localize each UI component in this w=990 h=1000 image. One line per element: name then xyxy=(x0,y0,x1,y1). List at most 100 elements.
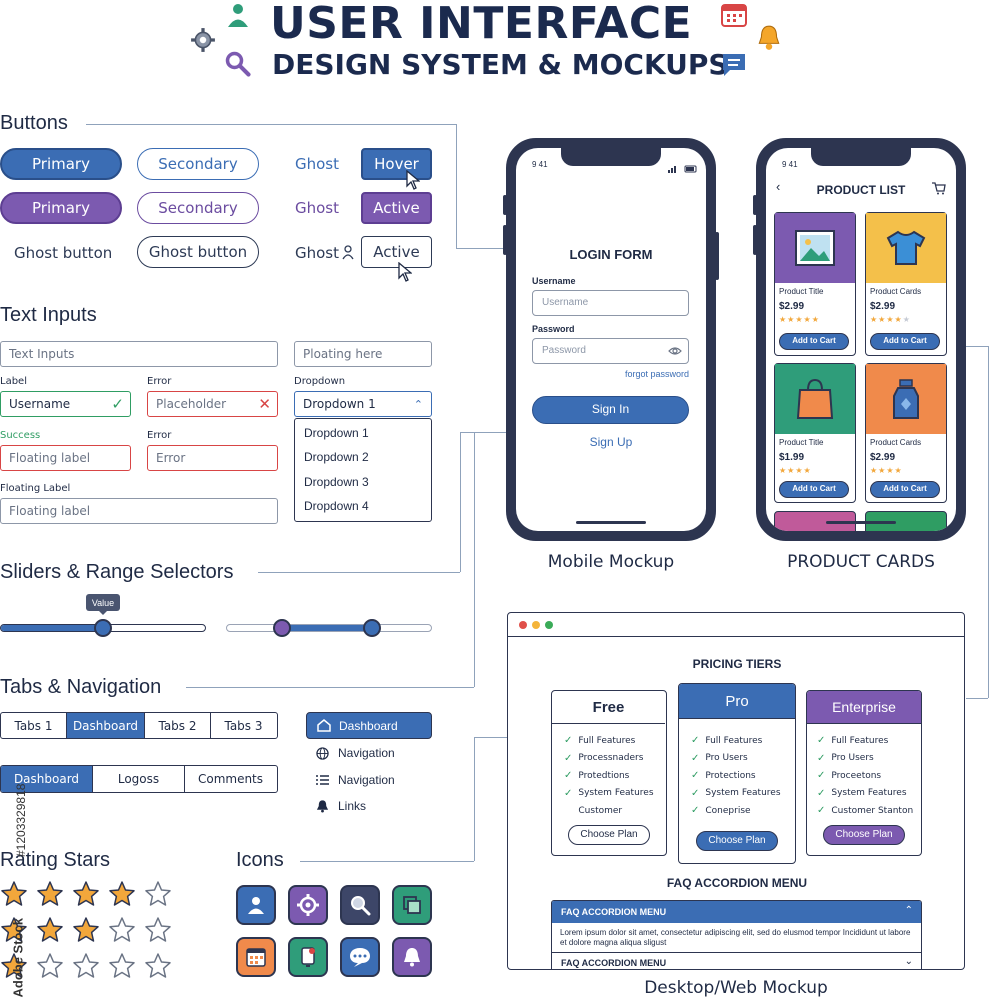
user-icon[interactable] xyxy=(236,885,276,925)
star-empty-icon[interactable] xyxy=(144,916,172,944)
star-filled-icon[interactable] xyxy=(36,916,64,944)
tab-2[interactable]: Tabs 2 xyxy=(145,713,211,738)
ghost-button-text[interactable]: Ghost button xyxy=(14,244,113,262)
cursor-icon xyxy=(398,262,412,282)
choose-plan-button[interactable]: Choose Plan xyxy=(568,825,650,845)
star-empty-icon[interactable] xyxy=(72,952,100,980)
product-card-image xyxy=(866,364,946,434)
calendar-icon[interactable] xyxy=(236,937,276,977)
faq-item-header[interactable]: FAQ ACCORDION MENU ⌃ xyxy=(552,901,921,923)
connector-line xyxy=(258,572,460,573)
floating-input[interactable]: Ploating here xyxy=(294,341,432,367)
nav-item-navigation[interactable]: Navigation xyxy=(316,746,395,760)
star-empty-icon[interactable] xyxy=(108,916,136,944)
star-empty-icon[interactable] xyxy=(144,880,172,908)
ghost-button-outlined[interactable]: Ghost button xyxy=(137,236,259,268)
forgot-password-link[interactable]: forgot password xyxy=(624,369,689,379)
active-button-outline[interactable]: Active xyxy=(361,236,432,268)
window-minimize-dot[interactable] xyxy=(532,621,540,629)
product-card[interactable]: Product Cards $2.99 ★★★★★ Add to Cart xyxy=(865,212,947,356)
success-field[interactable]: Floating label xyxy=(0,445,131,471)
sign-in-button[interactable]: Sign In xyxy=(532,396,689,424)
icons-section-title: Icons xyxy=(236,849,284,871)
range-thumb-high[interactable] xyxy=(363,619,382,637)
tab-3[interactable]: Tabs 3 xyxy=(224,718,263,733)
ghost-button-dark[interactable]: Ghost xyxy=(295,244,340,262)
star-empty-icon[interactable] xyxy=(108,952,136,980)
cart-icon[interactable] xyxy=(932,182,946,195)
primary-button[interactable]: Primary xyxy=(0,148,122,180)
dropdown-select[interactable]: Dropdown 1 ⌃ xyxy=(294,391,432,417)
nav-item-links[interactable]: Links xyxy=(316,799,366,813)
tab-logoss[interactable]: Logoss xyxy=(93,766,185,792)
feature-item: ✓Protedtions xyxy=(564,767,654,785)
sign-up-link[interactable]: Sign Up xyxy=(589,435,633,449)
choose-plan-button[interactable]: Choose Plan xyxy=(696,831,778,851)
error-field[interactable]: Placeholder ✕ xyxy=(147,391,278,417)
gear-icon[interactable] xyxy=(288,885,328,925)
dropdown-option[interactable]: Dropdown 3 xyxy=(304,475,369,489)
close-icon: ✕ xyxy=(258,395,271,413)
gear-icon xyxy=(191,28,215,52)
username-field[interactable]: Username ✓ xyxy=(0,391,131,417)
add-to-cart-button[interactable]: Add to Cart xyxy=(779,481,849,498)
active-button[interactable]: Active xyxy=(361,192,432,224)
tab-comments[interactable]: Comments xyxy=(197,772,264,786)
ghost-button-purple[interactable]: Ghost xyxy=(295,199,340,217)
nav-item-dashboard[interactable]: Dashboard xyxy=(306,712,432,739)
search-icon[interactable] xyxy=(340,885,380,925)
star-filled-icon[interactable] xyxy=(72,880,100,908)
dropdown-option[interactable]: Dropdown 4 xyxy=(304,499,369,513)
floating-label-field[interactable]: Floating label xyxy=(0,498,278,524)
product-card-stars: ★★★★ xyxy=(779,466,812,475)
product-card[interactable]: Product Title $2.99 ★★★★★ Add to Cart xyxy=(774,212,856,356)
hover-button[interactable]: Hover xyxy=(361,148,432,180)
password-input[interactable]: Password xyxy=(532,338,689,364)
faq-item-header-2[interactable]: FAQ ACCORDION MENU ⌄ xyxy=(552,952,921,969)
username-input[interactable]: Username xyxy=(532,290,689,316)
dropdown-option[interactable]: Dropdown 2 xyxy=(304,450,369,464)
star-filled-icon[interactable] xyxy=(0,880,28,908)
add-to-cart-button[interactable]: Add to Cart xyxy=(870,333,940,350)
choose-plan-button[interactable]: Choose Plan xyxy=(823,825,905,845)
add-to-cart-button[interactable]: Add to Cart xyxy=(870,481,940,498)
nav-item-navigation-2[interactable]: Navigation xyxy=(316,773,395,787)
star-filled-icon[interactable] xyxy=(72,916,100,944)
text-input[interactable]: Text Inputs xyxy=(0,341,278,367)
window-maximize-dot[interactable] xyxy=(545,621,553,629)
ghost-button[interactable]: Ghost xyxy=(295,155,340,173)
slider-fill xyxy=(1,625,103,631)
range-track[interactable] xyxy=(226,624,432,632)
secondary-button[interactable]: Secondary xyxy=(137,148,259,180)
range-thumb-low[interactable] xyxy=(272,619,291,637)
phone-icon[interactable] xyxy=(288,937,328,977)
value-tooltip-text: Value xyxy=(91,597,115,608)
star-empty-icon[interactable] xyxy=(36,952,64,980)
star-filled-icon[interactable] xyxy=(36,880,64,908)
copy-icon[interactable] xyxy=(392,885,432,925)
product-card[interactable]: Product Title $1.99 ★★★★ Add to Cart xyxy=(774,363,856,503)
window-close-dot[interactable] xyxy=(519,621,527,629)
eye-icon[interactable] xyxy=(668,345,682,357)
slider-thumb[interactable] xyxy=(94,619,112,637)
star-filled-icon[interactable] xyxy=(108,880,136,908)
tab-1[interactable]: Tabs 1 xyxy=(1,713,67,738)
product-list-title: PRODUCT LIST xyxy=(816,183,906,197)
back-icon[interactable]: ‹ xyxy=(776,179,781,194)
feature-label: Customer Stanton xyxy=(831,805,914,816)
check-icon: ✓ xyxy=(817,805,826,817)
secondary-button-purple[interactable]: Secondary xyxy=(137,192,259,224)
primary-button-purple[interactable]: Primary xyxy=(0,192,122,224)
tab-dashboard[interactable]: Dashboard xyxy=(67,713,145,738)
add-to-cart-button[interactable]: Add to Cart xyxy=(779,333,849,350)
star-filled-icon[interactable] xyxy=(0,916,28,944)
tab-dashboard-2[interactable]: Dashboard xyxy=(1,766,93,792)
error-field-2[interactable]: Error xyxy=(147,445,278,471)
bell-icon[interactable] xyxy=(392,937,432,977)
star-filled-icon[interactable] xyxy=(0,952,28,980)
product-card[interactable]: Product Cards $2.99 ★★★★ Add to Cart xyxy=(865,363,947,503)
chat-icon[interactable] xyxy=(340,937,380,977)
star-empty-icon[interactable] xyxy=(144,952,172,980)
mobile-screen: 9 41 LOGIN FORM Username Username Passwo… xyxy=(516,148,706,531)
dropdown-option[interactable]: Dropdown 1 xyxy=(304,426,369,440)
